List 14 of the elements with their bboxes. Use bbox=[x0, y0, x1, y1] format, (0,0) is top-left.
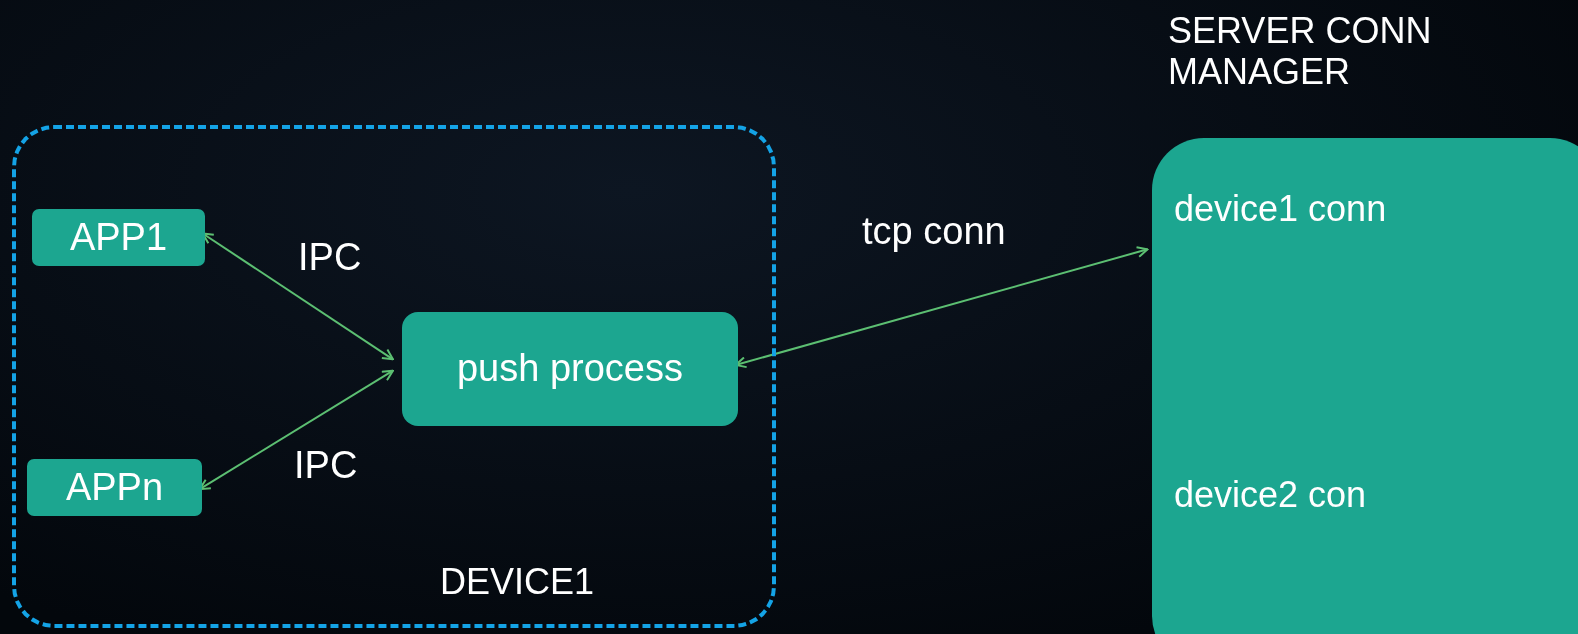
connection-label: device1 conn bbox=[1174, 188, 1387, 230]
connection-label: device2 con bbox=[1174, 474, 1367, 516]
device-boundary bbox=[12, 125, 776, 628]
app-box bbox=[32, 209, 205, 266]
edge-label: IPC bbox=[298, 236, 362, 280]
group-label: DEVICE1 bbox=[440, 561, 595, 603]
process-box bbox=[402, 312, 738, 426]
node-label: APPn bbox=[64, 465, 165, 510]
edge-label: tcp conn bbox=[862, 210, 1006, 254]
edge-label: IPC bbox=[294, 444, 358, 488]
panel-heading: SERVER CONN MANAGER bbox=[1168, 10, 1433, 93]
app-box bbox=[27, 459, 202, 516]
node-label: APP1 bbox=[68, 215, 169, 260]
node-label: push process bbox=[456, 347, 684, 391]
